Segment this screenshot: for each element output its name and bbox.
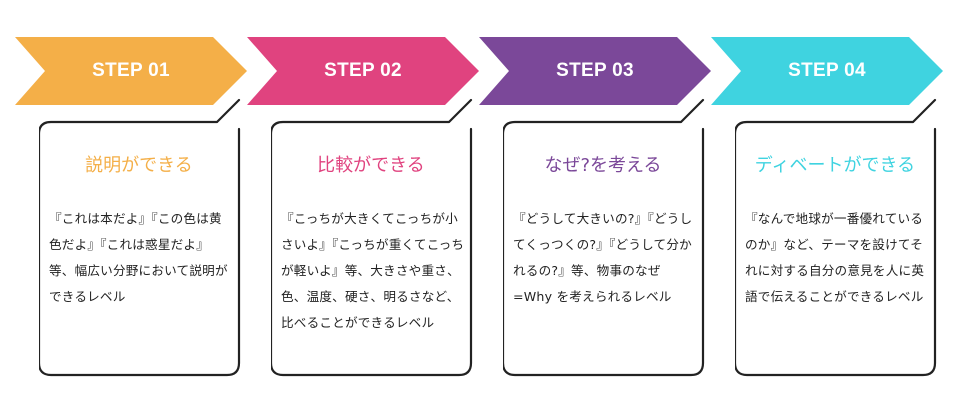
step-2-chevron <box>247 37 479 105</box>
step-4-description: 『なんで地球が一番優れているのか』など、テーマを設けてそれに対する自分の意見を人… <box>745 211 925 304</box>
step-1-label: STEP 01 <box>92 60 170 81</box>
step-3-description: 『どうして大きいの?』『どうしてくっつくの?』『どうして分かれるの?』等、物事の… <box>513 211 693 304</box>
step-4-title: ディベートができる <box>754 155 916 176</box>
step-1-arrow: STEP 01 <box>15 37 247 105</box>
step-1-card-frame <box>39 98 241 377</box>
step-3-arrow: STEP 03 <box>479 37 711 105</box>
step-4-card-frame <box>735 98 937 377</box>
step-3-card-frame <box>503 98 705 377</box>
step-2-card-frame <box>271 98 473 377</box>
step-2-arrow: STEP 02 <box>247 37 479 105</box>
step-1-chevron <box>15 37 247 105</box>
step-1-card: 説明ができる 『これは本だよ』『この色は黄色だよ』『これは惑星だよ』等、幅広い分… <box>39 93 249 383</box>
step-3-title: なぜ?を考える <box>544 155 662 176</box>
step-2-description: 『こっちが大きくてこっちが小さいよ』『こっちが重くてこっちが軽いよ』等、大きさや… <box>281 211 465 330</box>
step-4-card: ディベートができる 『なんで地球が一番優れているのか』など、テーマを設けてそれに… <box>735 93 945 383</box>
step-3-chevron <box>479 37 711 105</box>
step-1-description: 『これは本だよ』『この色は黄色だよ』『これは惑星だよ』等、幅広い分野において説明… <box>49 211 228 304</box>
step-2-label: STEP 02 <box>324 60 402 81</box>
step-3-label: STEP 03 <box>556 60 634 81</box>
step-1-title: 説明ができる <box>85 155 193 176</box>
step-2-card: 比較ができる 『こっちが大きくてこっちが小さいよ』『こっちが重くてこっちが軽いよ… <box>271 93 481 383</box>
step-4-label: STEP 04 <box>788 60 866 81</box>
step-4-chevron <box>711 37 943 105</box>
step-4-arrow: STEP 04 <box>711 37 943 105</box>
step-2-title: 比較ができる <box>317 155 425 176</box>
step-3-card: なぜ?を考える 『どうして大きいの?』『どうしてくっつくの?』『どうして分かれる… <box>503 93 713 383</box>
